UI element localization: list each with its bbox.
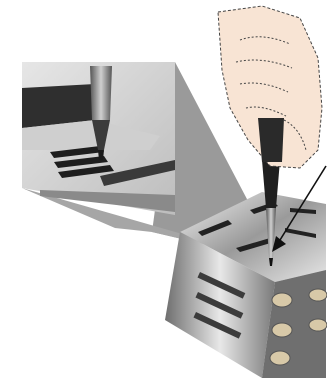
hand-illustration (218, 6, 322, 168)
magnified-inset (22, 62, 175, 215)
